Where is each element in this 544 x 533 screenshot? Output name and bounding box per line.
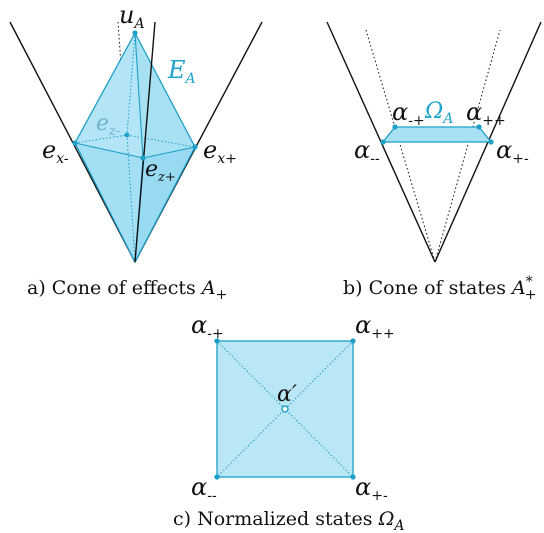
- effects-polytope-face-lower-left: [75, 143, 143, 262]
- panel-c: α-+ α++ α-- α+- α′ c) Normalized states …: [173, 311, 404, 533]
- hidden-edge-zminus-xplus: [126, 134, 196, 148]
- vertex-apex-dot: [132, 30, 138, 36]
- hidden-edge-zminus-bottom: [126, 134, 136, 263]
- state-pp-label: α++: [466, 98, 506, 129]
- state-mm-label: α--: [354, 136, 380, 167]
- polytope-label: EA: [167, 56, 196, 87]
- diagonal-1: [216, 340, 354, 478]
- state-pp-dot: [476, 124, 482, 130]
- edge-zplus-xplus: [142, 146, 196, 159]
- caption-b: b) Cone of states A*+: [343, 274, 536, 303]
- corner-mm-label: α--: [191, 473, 217, 504]
- state-pm-label: α+-: [496, 136, 529, 167]
- edge-xminus-zplus: [74, 142, 144, 159]
- normalized-slice: [381, 126, 493, 143]
- omega-label: ΩA: [424, 99, 453, 127]
- state-mp-label: α-+: [392, 98, 425, 129]
- corner-pm-label: α+-: [355, 473, 388, 504]
- cone-b-inner-right-dotted: [434, 29, 501, 263]
- center-state-label: α′: [277, 382, 297, 407]
- state-mm-dot: [380, 139, 386, 145]
- diagonal-2: [216, 340, 354, 478]
- vertex-zminus-dot: [124, 132, 130, 138]
- vertex-zplus-label: ez+: [145, 157, 176, 185]
- corner-pp-dot: [350, 338, 356, 344]
- vertex-xminus-dot: [72, 140, 78, 146]
- panel-b: α-- α-+ ΩA α++ α+- b) Cone of states A*+: [326, 21, 542, 303]
- vertex-xminus-label: ex-: [42, 136, 69, 167]
- effects-polytope-face-left: [75, 33, 143, 158]
- vertex-zminus-label: ez-: [96, 111, 120, 139]
- vertex-zplus-dot: [140, 155, 146, 161]
- corner-mm-dot: [214, 474, 220, 480]
- caption-a: a) Cone of effects A+: [27, 277, 227, 303]
- effects-polytope-face-right: [135, 33, 195, 158]
- cone-b-inner-left-dotted: [365, 29, 436, 263]
- corner-mp-dot: [214, 338, 220, 344]
- apex-label: uA: [119, 1, 145, 32]
- hidden-edge-apex-zminus: [126, 32, 136, 136]
- vertex-xplus-label: ex+: [203, 136, 237, 167]
- cone-a-axis-solid: [134, 21, 156, 263]
- vertex-xplus-dot: [192, 144, 198, 150]
- panel-a: uA EA ex- ex+ ez- ez+ a) Cone of effects…: [9, 1, 263, 303]
- state-pm-dot: [488, 139, 494, 145]
- corner-pp-label: α++: [355, 311, 395, 342]
- center-state-dot: [281, 405, 289, 413]
- state-mp-dot: [392, 124, 398, 130]
- caption-c: c) Normalized states ΩA: [173, 508, 404, 533]
- corner-pm-dot: [350, 474, 356, 480]
- corner-mp-label: α-+: [191, 311, 224, 342]
